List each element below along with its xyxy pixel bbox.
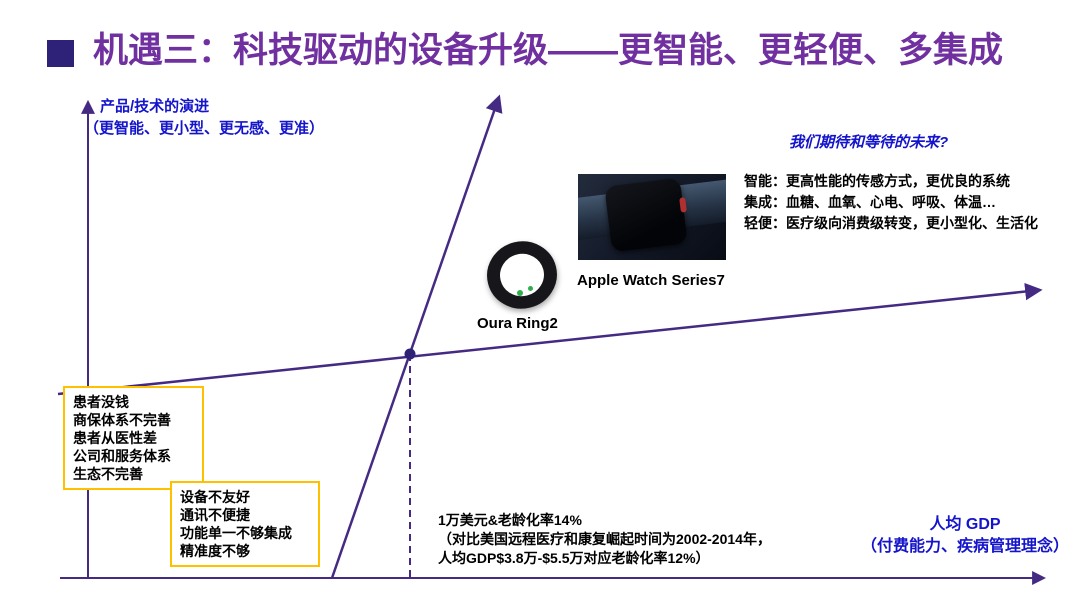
barrier-item: 通讯不便捷	[180, 507, 250, 523]
intersection-dot	[404, 348, 416, 360]
oura-ring-image	[479, 233, 565, 317]
future-line-integrated: 集成：血糖、血氧、心电、呼吸、体温…	[744, 194, 996, 210]
barrier-item: 精准度不够	[180, 543, 250, 559]
threshold-note: 1万美元&老龄化率14% （对比美国远程医疗和康复崛起时间为2002-2014年…	[438, 511, 771, 568]
x-axis-label: 人均 GDP （付费能力、疾病管理理念）	[853, 514, 1077, 558]
threshold-line: 人均GDP$3.8万-$5.5万对应老龄化率12%）	[438, 550, 710, 566]
watch-body	[604, 177, 688, 253]
y-axis-label-line2: （更智能、更小型、更无感、更准）	[84, 120, 325, 137]
oura-ring-label: Oura Ring2	[477, 315, 558, 332]
barrier-item: 患者没钱	[73, 394, 129, 410]
barriers-device-box: 设备不友好 通讯不便捷 功能单一不够集成 精准度不够	[170, 481, 320, 567]
apple-watch-image	[578, 174, 726, 260]
barrier-item: 公司和服务体系	[73, 448, 171, 464]
x-axis-label-line1: 人均 GDP	[929, 516, 1001, 533]
tech-evolution-line	[330, 94, 503, 579]
apple-watch-label: Apple Watch Series7	[577, 272, 725, 289]
barriers-ecosystem-box: 患者没钱 商保体系不完善 患者从医性差 公司和服务体系 生态不完善	[63, 386, 204, 490]
title-bullet-square	[47, 40, 74, 67]
threshold-line: （对比美国远程医疗和康复崛起时间为2002-2014年，	[438, 531, 771, 547]
barrier-item: 患者从医性差	[73, 430, 157, 446]
future-line-smart: 智能：更高性能的传感方式，更优良的系统	[744, 173, 1010, 189]
gdp-trend-line	[57, 282, 1043, 396]
y-axis-label: 产品/技术的演进 （更智能、更小型、更无感、更准）	[84, 96, 324, 140]
y-axis-label-line1: 产品/技术的演进	[100, 98, 210, 115]
barrier-item: 商保体系不完善	[73, 412, 171, 428]
threshold-line: 1万美元&老龄化率14%	[438, 512, 582, 528]
future-line-portable: 轻便：医疗级向消费级转变，更小型化、生活化	[744, 215, 1038, 231]
ring-sensor-dot	[517, 290, 523, 296]
ring-sensor-dot	[528, 286, 533, 291]
barrier-item: 生态不完善	[73, 466, 143, 482]
future-feature-list: 智能：更高性能的传感方式，更优良的系统 集成：血糖、血氧、心电、呼吸、体温… 轻…	[744, 171, 1038, 234]
barrier-item: 功能单一不够集成	[180, 525, 292, 541]
page-title: 机遇三：科技驱动的设备升级——更智能、更轻便、多集成	[93, 31, 1004, 70]
ring-shape	[479, 233, 565, 317]
future-heading: 我们期待和等待的未来?	[789, 134, 949, 151]
x-axis-label-line2: （付费能力、疾病管理理念）	[860, 538, 1069, 555]
barrier-item: 设备不友好	[180, 489, 250, 505]
